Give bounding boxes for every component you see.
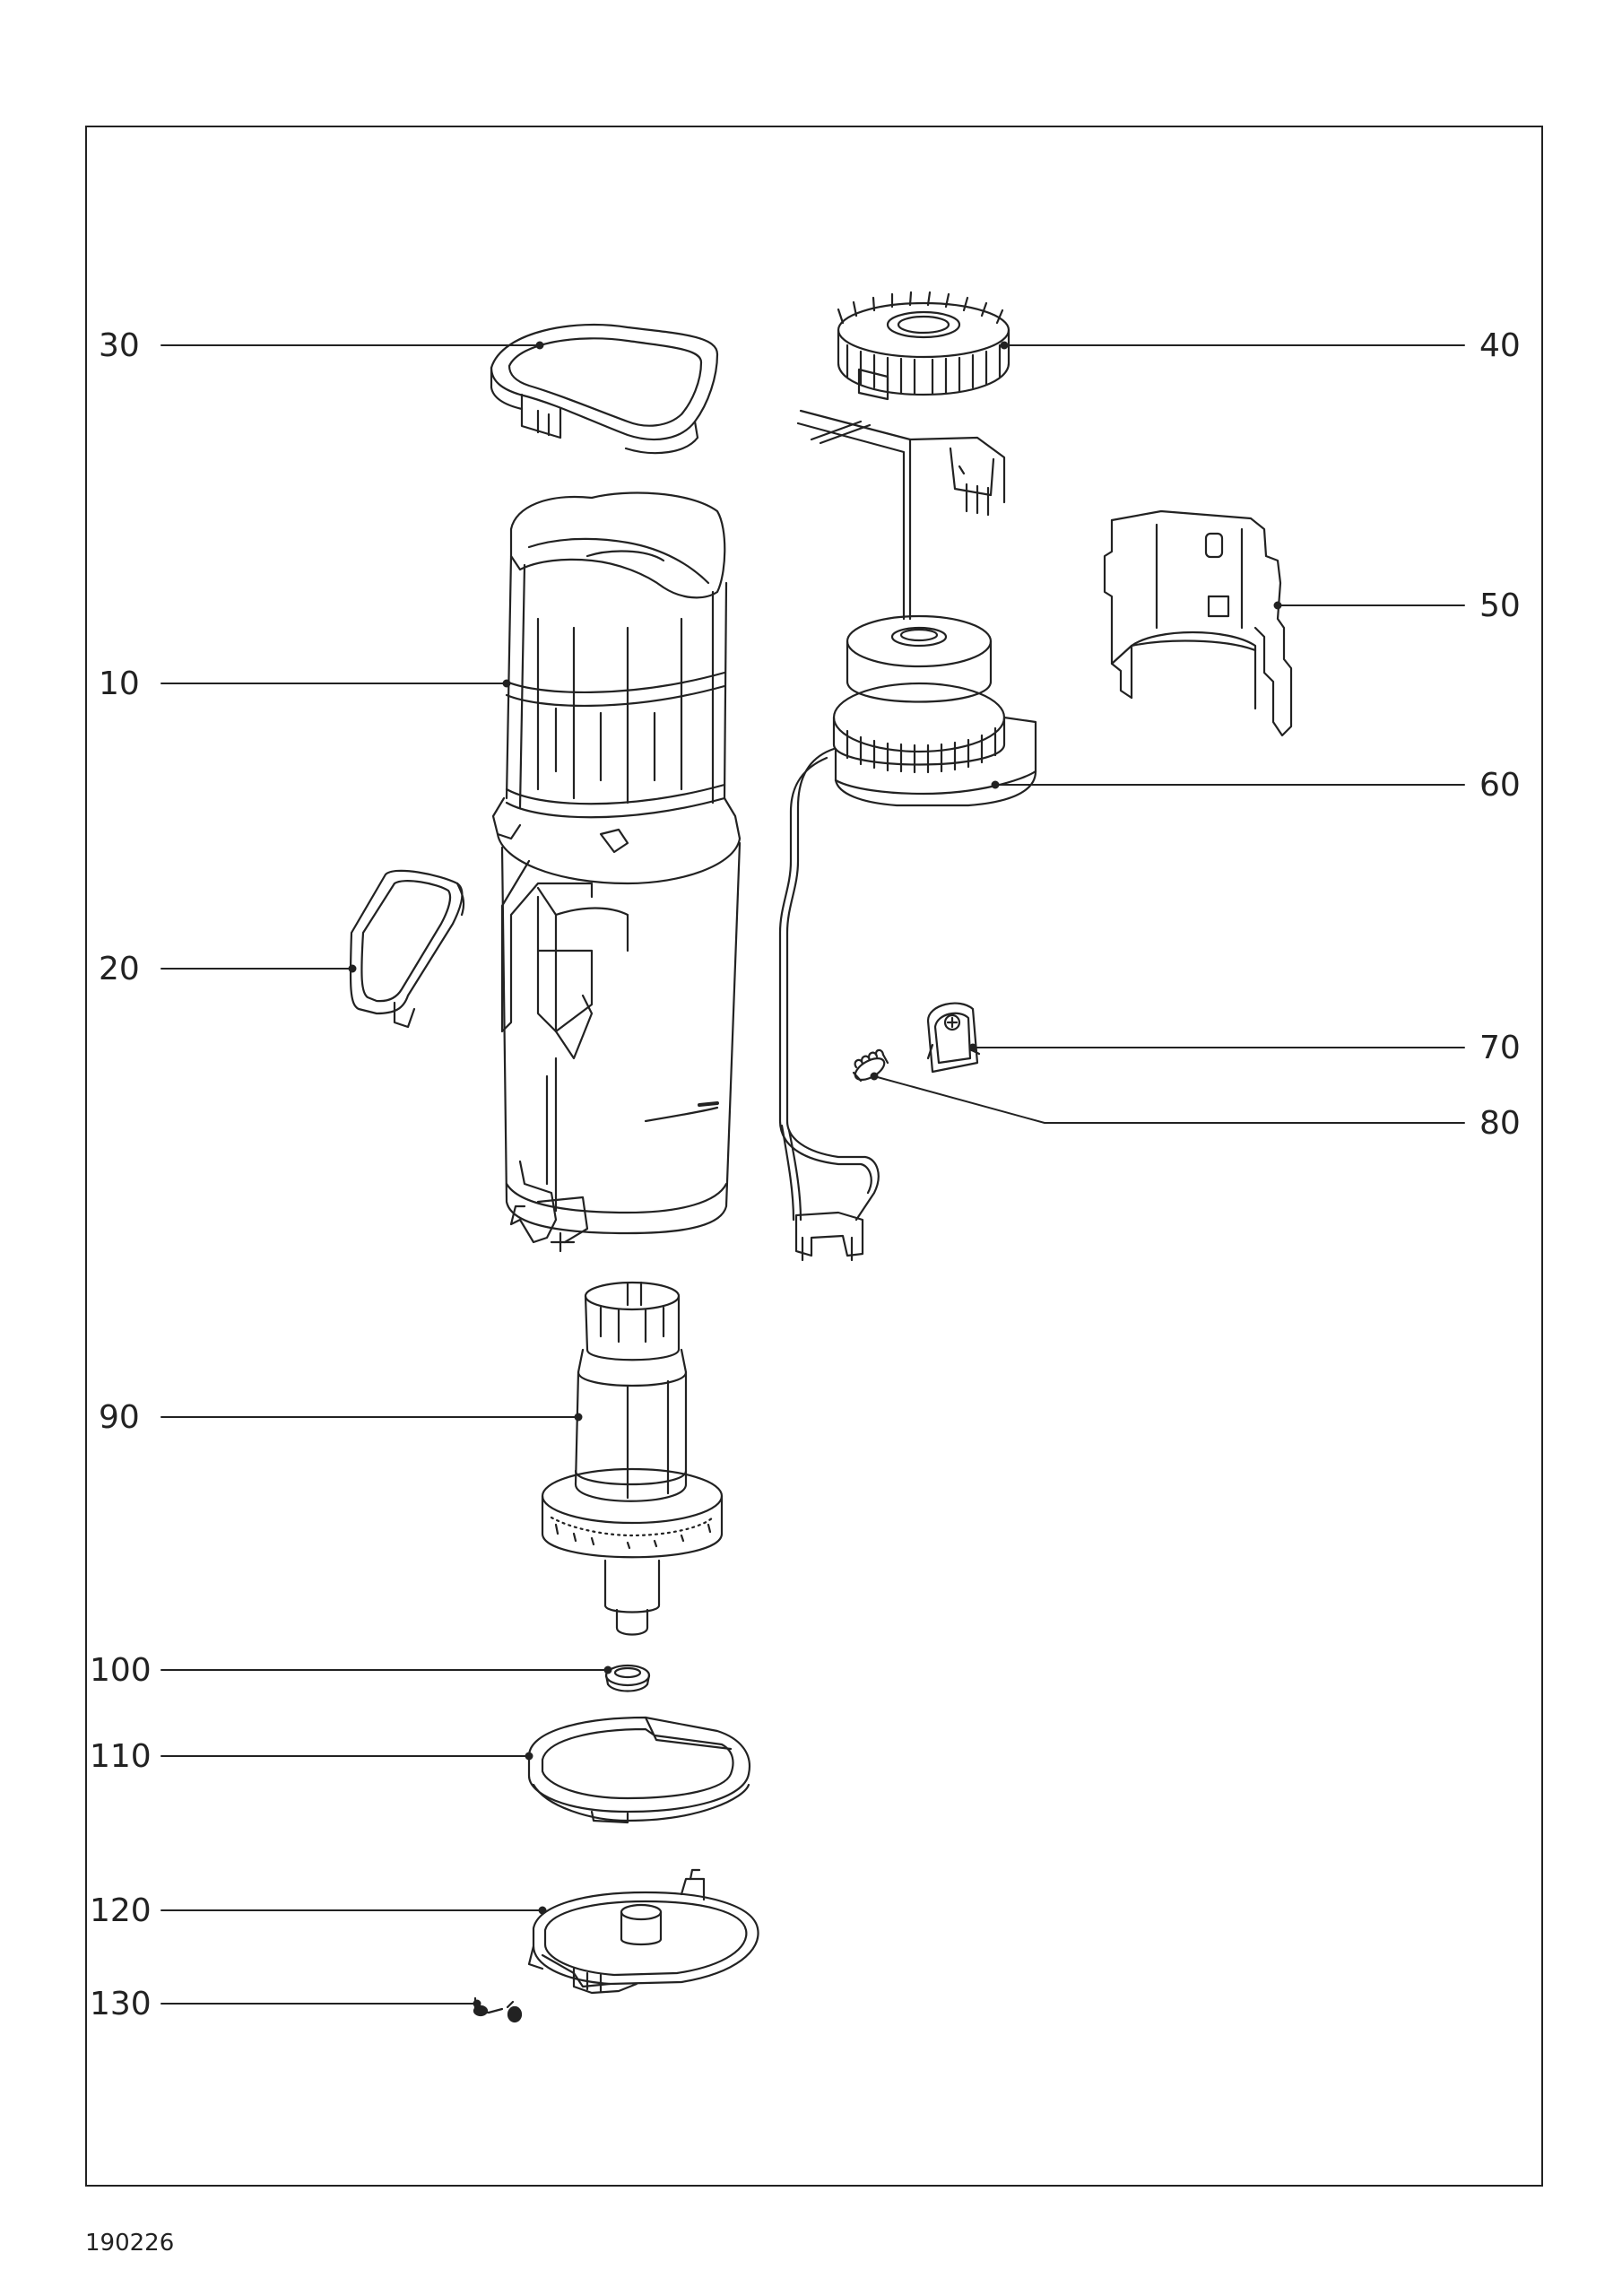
wiring-harness xyxy=(796,409,1006,621)
leader-80 xyxy=(873,1075,1465,1124)
callout-30: 30 xyxy=(99,327,140,364)
part-10-housing xyxy=(491,491,742,1253)
callout-50: 50 xyxy=(1479,587,1521,624)
part-110-plate xyxy=(527,1716,751,1824)
leader-lines xyxy=(160,341,1465,2008)
part-100-ring xyxy=(604,1664,651,1692)
part-60-motor xyxy=(832,614,1037,807)
callout-10: 10 xyxy=(99,665,140,702)
part-50-bracket xyxy=(1103,509,1293,737)
part-90-shaft xyxy=(541,1281,724,1636)
callout-100: 100 xyxy=(90,1652,152,1689)
part-20-gasket xyxy=(349,869,465,1029)
callout-labels: 30 40 50 10 60 20 70 80 90 100 110 120 1… xyxy=(90,327,1521,2022)
motor-cable xyxy=(778,747,880,1262)
callout-90: 90 xyxy=(99,1399,140,1436)
callout-120: 120 xyxy=(90,1892,152,1929)
part-120-lid xyxy=(527,1868,759,1995)
part-130-screw xyxy=(473,1996,523,2023)
callout-80: 80 xyxy=(1479,1105,1521,1142)
callout-110: 110 xyxy=(90,1738,152,1775)
callout-130: 130 xyxy=(90,1986,152,2022)
callout-20: 20 xyxy=(99,951,140,987)
part-70-clip xyxy=(926,1002,981,1074)
callout-60: 60 xyxy=(1479,767,1521,804)
drawing-frame xyxy=(85,126,1543,2187)
document-code: 190226 xyxy=(85,2230,175,2257)
callout-70: 70 xyxy=(1479,1030,1521,1066)
part-30-seal xyxy=(490,323,719,455)
callout-40: 40 xyxy=(1479,327,1521,364)
part-40-cap xyxy=(837,291,1010,401)
